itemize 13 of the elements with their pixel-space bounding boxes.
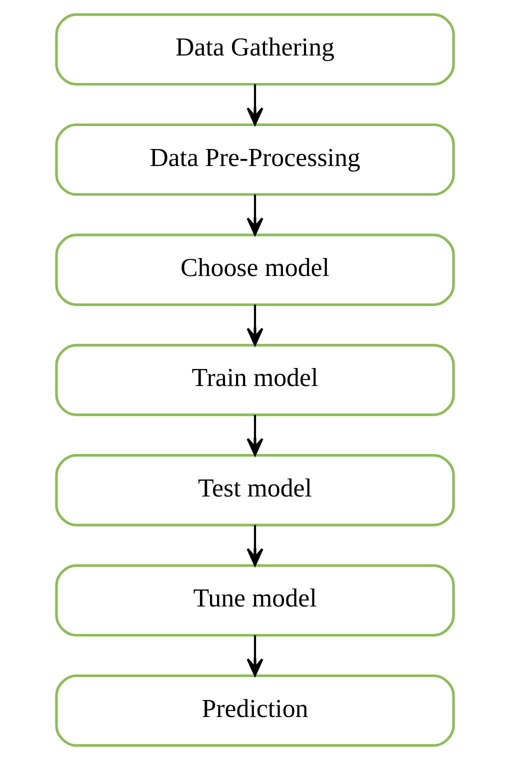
node-box: Test model	[55, 454, 455, 526]
node-box: Prediction	[55, 674, 455, 747]
node-box: Tune model	[55, 564, 455, 637]
arrow	[246, 304, 264, 346]
arrow	[246, 525, 264, 566]
arrow	[246, 84, 264, 126]
arrow	[246, 635, 264, 676]
node-box: Data Gathering	[55, 13, 455, 86]
arrow	[246, 414, 264, 456]
node-box: Train model	[55, 344, 455, 416]
arrow	[246, 194, 264, 236]
node-box: Data Pre-Processing	[55, 123, 455, 196]
node-box: Choose model	[55, 234, 455, 306]
